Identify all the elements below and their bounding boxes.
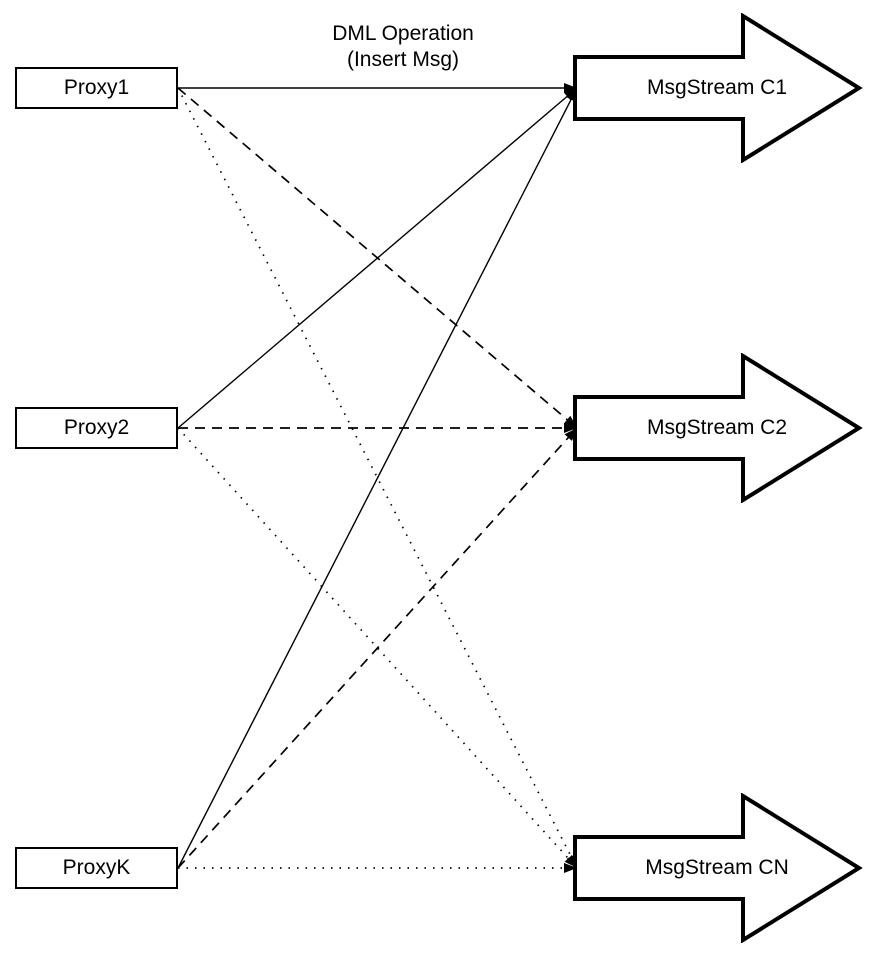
node-msgstream-c2: MsgStream C2 — [573, 353, 863, 503]
big-arrow-icon — [573, 353, 863, 503]
edge-proxyk-c2 — [177, 427, 578, 869]
node-msgstream-c1-label: MsgStream C1 — [646, 76, 788, 99]
node-msgstream-c2-label: MsgStream C2 — [646, 416, 788, 439]
node-msgstream-cn: MsgStream CN — [573, 793, 863, 943]
node-proxy2: Proxy2 — [15, 407, 178, 449]
big-arrow-icon — [573, 793, 863, 943]
node-proxy1-label: Proxy1 — [63, 76, 130, 99]
big-arrow-icon — [573, 13, 863, 163]
edge-proxy2-c1 — [177, 87, 578, 429]
node-msgstream-c1: MsgStream C1 — [573, 13, 863, 163]
node-proxy2-label: Proxy2 — [63, 416, 130, 439]
diagram-title-line1: DML Operation — [332, 22, 474, 45]
node-proxyk-label: ProxyK — [62, 856, 131, 879]
edge-proxyk-c1 — [177, 87, 578, 869]
node-proxy1: Proxy1 — [15, 67, 178, 109]
node-proxyk: ProxyK — [15, 847, 178, 889]
diagram-title-line2: (Insert Msg) — [346, 48, 459, 71]
diagram-title: DML Operation (Insert Msg) — [253, 21, 553, 73]
node-msgstream-cn-label: MsgStream CN — [645, 856, 789, 879]
